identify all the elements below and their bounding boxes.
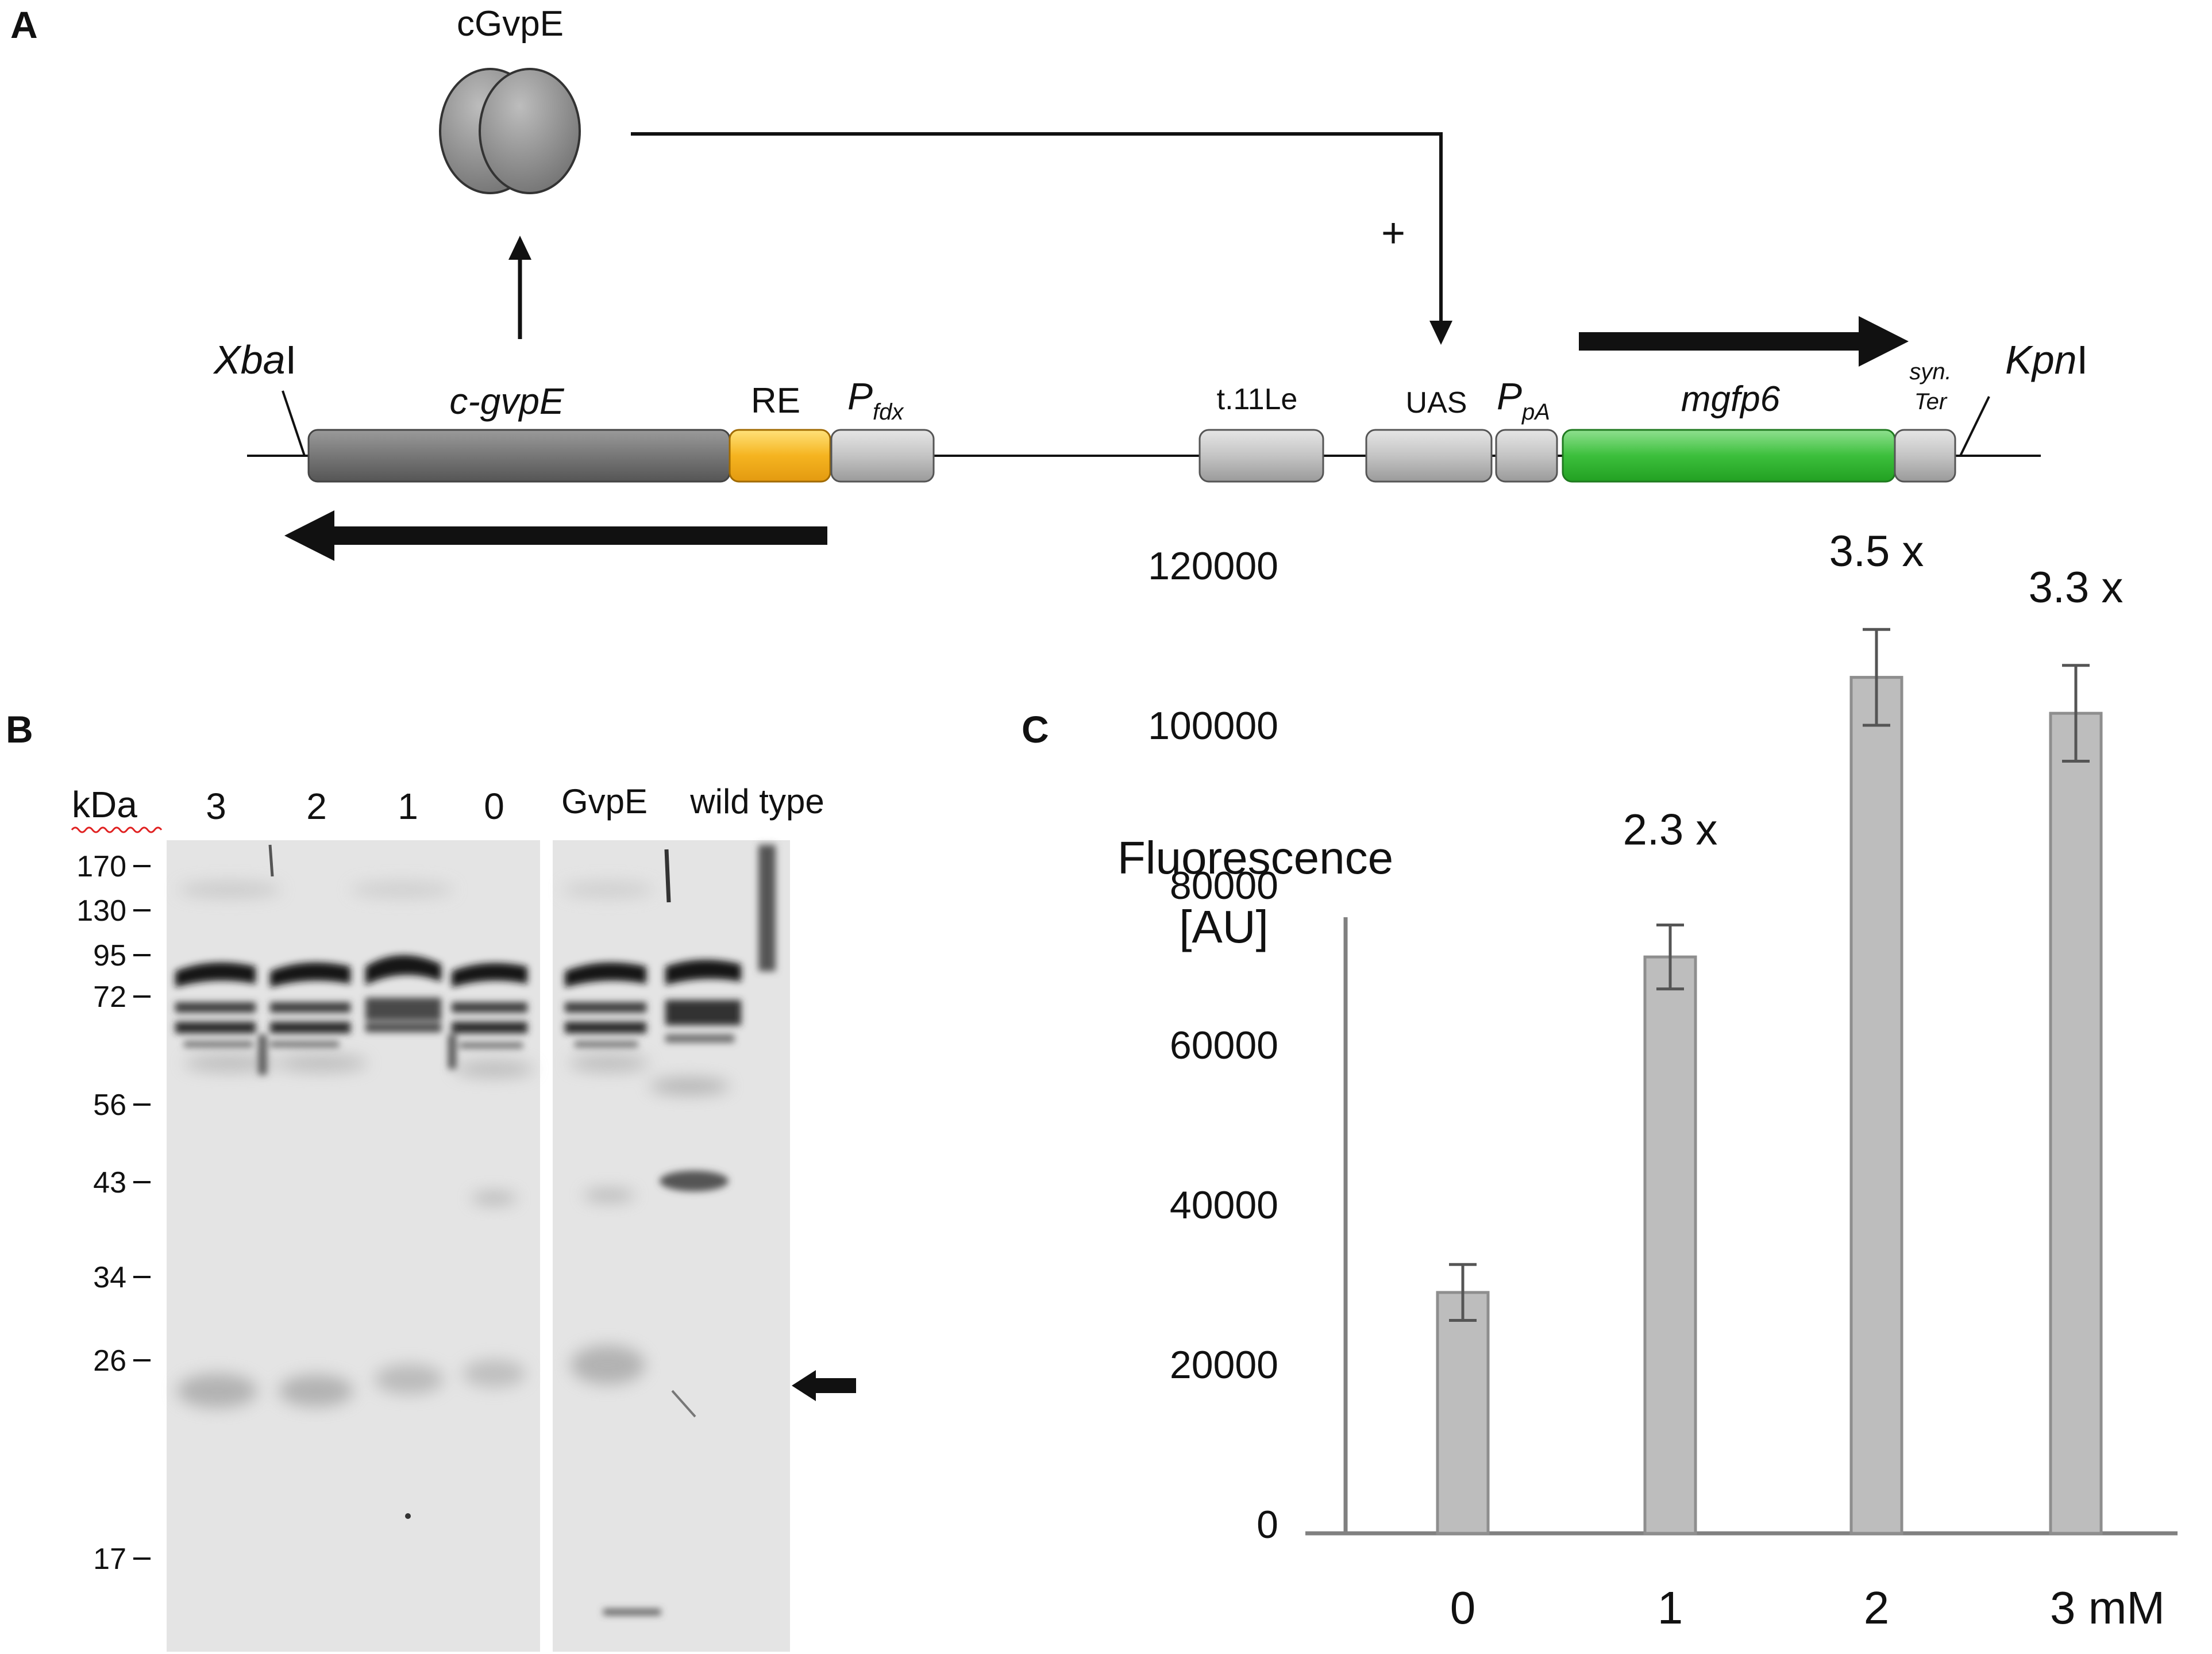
pfdx-promoter-box — [830, 429, 935, 483]
y-tick-label: 20000 — [1170, 1343, 1278, 1387]
y-tick-label: 40000 — [1170, 1183, 1278, 1227]
marker-95: 95 — [93, 939, 151, 972]
ppa-promoter-box — [1495, 429, 1558, 483]
expression-arrow — [508, 236, 531, 339]
xbai-site-label: XbaI — [213, 337, 296, 382]
ppa-label: PpA — [1497, 375, 1550, 425]
fluorescence-bar-chart: Fluorescence [AU] 0 20000 40000 60000 80000 1… — [1117, 527, 2178, 1633]
error-bar — [1863, 628, 1890, 727]
mgfp6-label: mgfp6 — [1681, 379, 1781, 419]
c-gvpe-gene-box — [307, 429, 731, 483]
y-tick-label: 80000 — [1170, 864, 1278, 907]
kda-header: kDa — [72, 784, 137, 825]
syn-ter-label-line2: Ter — [1914, 389, 1948, 414]
mgfp6-gene-box — [1562, 429, 1896, 483]
kpni-site-line — [1959, 396, 1990, 456]
svg-text:43: 43 — [93, 1166, 126, 1199]
svg-text:17: 17 — [93, 1543, 126, 1576]
syn-ter-label-line1: syn. — [1909, 359, 1951, 384]
fold-change-label: 3.3 x — [2029, 563, 2124, 612]
svg-text:170: 170 — [76, 850, 126, 883]
uas-box — [1365, 429, 1493, 483]
panel-label-a: A — [10, 3, 38, 46]
marker-34: 34 — [93, 1261, 151, 1294]
re-element-box — [729, 429, 831, 483]
error-bar — [1656, 924, 1684, 991]
y-tick-label: 60000 — [1170, 1024, 1278, 1067]
y-tick-label: 100000 — [1148, 704, 1278, 748]
bar — [1436, 1291, 1490, 1535]
bar — [1643, 955, 1697, 1535]
xbai-site-line — [282, 390, 306, 456]
kpni-site-label: KpnI — [2005, 337, 2088, 382]
svg-text:130: 130 — [76, 894, 126, 928]
reverse-transcription-arrow — [284, 510, 827, 561]
svg-text:26: 26 — [93, 1344, 126, 1378]
t11le-label: t.11Le — [1217, 383, 1298, 416]
y-tick-label: 120000 — [1148, 544, 1278, 588]
y-axis-title-line2: [AU] — [1179, 901, 1269, 952]
marker-130: 130 — [76, 894, 151, 928]
svg-text:34: 34 — [93, 1261, 126, 1294]
c-gvpe-label: c-gvpE — [449, 380, 565, 422]
activation-connector — [631, 132, 1452, 345]
blot-membrane-right — [553, 840, 790, 1652]
svg-text:95: 95 — [93, 939, 126, 972]
x-tick-label: 0 — [1450, 1582, 1476, 1633]
bar — [2049, 711, 2103, 1535]
lane-label-1: 1 — [398, 786, 418, 827]
lane-label-2: 2 — [306, 786, 327, 827]
svg-text:72: 72 — [93, 980, 126, 1014]
marker-17: 17 — [93, 1543, 151, 1576]
uas-label: UAS — [1406, 386, 1467, 420]
fold-change-label: 2.3 x — [1623, 806, 1718, 855]
marker-26: 26 — [93, 1344, 151, 1378]
y-axis-title-line1: Fluorescence — [1117, 832, 1393, 883]
lane-label-gvpe: GvpE — [561, 782, 648, 821]
y-tick-label: 0 — [1257, 1503, 1278, 1547]
syn-ter-box — [1894, 429, 1956, 483]
western-blot: kDa 3 2 1 0 GvpE wild type 170 130 95 72… — [71, 782, 856, 1652]
pfdx-label: Pfdx — [847, 375, 904, 425]
fold-change-label: 3.5 x — [1829, 527, 1924, 576]
marker-43: 43 — [93, 1166, 151, 1199]
panel-label-b: B — [6, 708, 33, 751]
x-tick-label: 1 — [1658, 1582, 1683, 1633]
t11le-terminator-box — [1199, 429, 1324, 483]
error-bar — [2062, 664, 2090, 763]
lane-label-wild-type: wild type — [689, 782, 824, 821]
activation-plus-sign: + — [1381, 210, 1405, 256]
blot-membrane-left — [167, 840, 540, 1652]
bar — [1849, 676, 1903, 1535]
x-tick-label: 3 mM — [2050, 1582, 2165, 1633]
re-label: RE — [751, 381, 800, 421]
panel-label-c: C — [1022, 708, 1049, 751]
spellcheck-underline — [71, 826, 163, 833]
marker-72: 72 — [93, 980, 151, 1014]
panel-a-diagram: cGvpE + XbaI KpnI c-gvpE RE Pfdx — [213, 4, 2088, 561]
band-pointer-arrow — [792, 1370, 856, 1401]
forward-transcription-arrow — [1579, 316, 1909, 367]
x-tick-label: 2 — [1864, 1582, 1890, 1633]
cgvpe-protein-icon — [439, 68, 581, 194]
marker-170: 170 — [76, 850, 151, 883]
protein-label: cGvpE — [457, 4, 564, 44]
lane-label-3: 3 — [206, 786, 226, 827]
lane-label-0: 0 — [484, 786, 504, 827]
marker-56: 56 — [93, 1088, 151, 1122]
svg-text:56: 56 — [93, 1088, 126, 1122]
error-bar — [1449, 1263, 1477, 1322]
